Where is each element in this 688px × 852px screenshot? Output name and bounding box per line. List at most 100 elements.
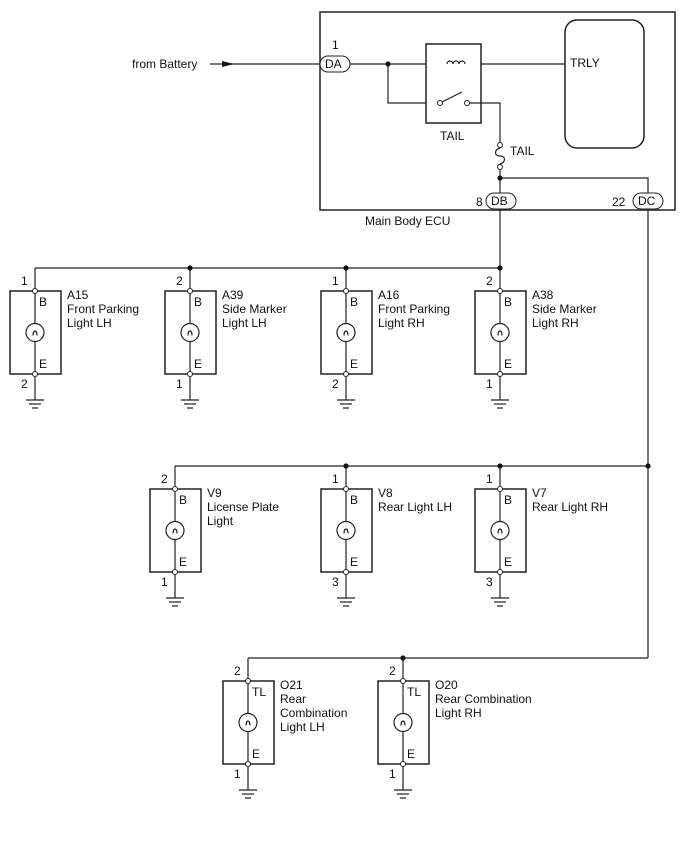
pin-number: 3 (486, 575, 493, 589)
pin-terminal (343, 569, 349, 575)
terminal-label: B (179, 493, 187, 507)
bulb-filament-icon (245, 720, 251, 726)
terminal-label: E (350, 357, 358, 371)
pin-number: 2 (389, 664, 396, 678)
pin-number: 1 (332, 472, 339, 486)
bulb-filament-icon (32, 330, 38, 336)
component-name: Rear Combination (435, 692, 532, 706)
component-name: Rear Light LH (378, 500, 452, 514)
bulb-filament-icon (497, 330, 503, 336)
pin-terminal (343, 486, 349, 492)
component-code: V9 (207, 486, 222, 500)
bulb-filament-icon (343, 528, 349, 534)
component-name: Front Parking (378, 302, 450, 316)
component-code: A38 (532, 288, 554, 302)
pin-terminal (400, 678, 406, 684)
pin-terminal (343, 288, 349, 294)
bulb-icon (336, 520, 356, 541)
terminal-label: B (504, 295, 512, 309)
terminal-label: B (350, 295, 358, 309)
component-name: Side Marker (222, 302, 287, 316)
source-label: from Battery (132, 57, 197, 71)
bus-wires (35, 209, 651, 661)
component-name: Light LH (280, 720, 325, 734)
pin-number: 3 (332, 575, 339, 589)
component-name: Light LH (222, 316, 267, 330)
bulb-filament-icon (343, 330, 349, 336)
internal-wire (500, 177, 649, 193)
fuse-label: TAIL (510, 144, 535, 158)
connector-db-code: DB (491, 194, 508, 208)
terminal-label: E (252, 747, 260, 761)
pin-terminal (497, 569, 503, 575)
component-name: Light RH (435, 706, 482, 720)
component-name: Side Marker (532, 302, 597, 316)
terminal-label: B (350, 493, 358, 507)
component-name: Light RH (378, 316, 425, 330)
pin-number: 2 (161, 472, 168, 486)
bulb-icon (336, 322, 356, 343)
bulb-filament-icon (187, 330, 193, 336)
component-code: A16 (378, 288, 400, 302)
main-body-ecu: Main Body ECU from Battery 1 DA TAIL TAI… (132, 11, 676, 228)
component-name: Light (207, 514, 234, 528)
bulb-icon (393, 712, 413, 733)
bulb-filament-icon (497, 528, 503, 534)
component-name: Combination (280, 706, 347, 720)
trly-block (564, 19, 645, 149)
component-name: Rear (280, 692, 306, 706)
pin-number: 1 (486, 377, 493, 391)
component-name: Light RH (532, 316, 579, 330)
terminal-label: TL (407, 685, 421, 699)
pin-number: 1 (176, 377, 183, 391)
component-name: Rear Light RH (532, 500, 608, 514)
terminal-label: B (194, 295, 202, 309)
pin-terminal (497, 486, 503, 492)
relay-coil-icon (446, 60, 466, 65)
connector-dc-code: DC (638, 194, 656, 208)
terminal-label: E (504, 555, 512, 569)
arrow-right-icon (222, 61, 234, 67)
pin-number: 2 (21, 377, 28, 391)
pin-terminal (343, 371, 349, 377)
bulb-icon (180, 322, 200, 343)
pin-terminal (172, 569, 178, 575)
pin-terminal (400, 761, 406, 767)
connector-da-pin: 1 (332, 38, 339, 52)
pin-terminal (32, 371, 38, 377)
pin-number: 1 (234, 767, 241, 781)
pin-number: 1 (389, 767, 396, 781)
relay-label: TAIL (440, 129, 465, 143)
relay-contact (464, 100, 470, 106)
pin-number: 1 (161, 575, 168, 589)
connector-dc-pin: 22 (612, 195, 626, 209)
connector-db-pin: 8 (476, 195, 483, 209)
internal-wire (387, 64, 440, 104)
connector-db (485, 192, 517, 210)
component-name: Front Parking (67, 302, 139, 316)
pin-number: 1 (332, 274, 339, 288)
component-code: A39 (222, 288, 244, 302)
internal-wire (469, 102, 501, 143)
pin-number: 2 (332, 377, 339, 391)
connector-da-code: DA (325, 57, 342, 71)
pin-number: 1 (486, 472, 493, 486)
component-code: O20 (435, 678, 458, 692)
bulb-icon (25, 322, 45, 343)
fuse-icon (494, 147, 506, 165)
bulb-icon (165, 520, 185, 541)
terminal-label: E (350, 555, 358, 569)
terminal-label: E (179, 555, 187, 569)
bulb-icon (490, 520, 510, 541)
component-code: O21 (280, 678, 303, 692)
pin-terminal (497, 288, 503, 294)
ecu-name: Main Body ECU (365, 214, 450, 228)
